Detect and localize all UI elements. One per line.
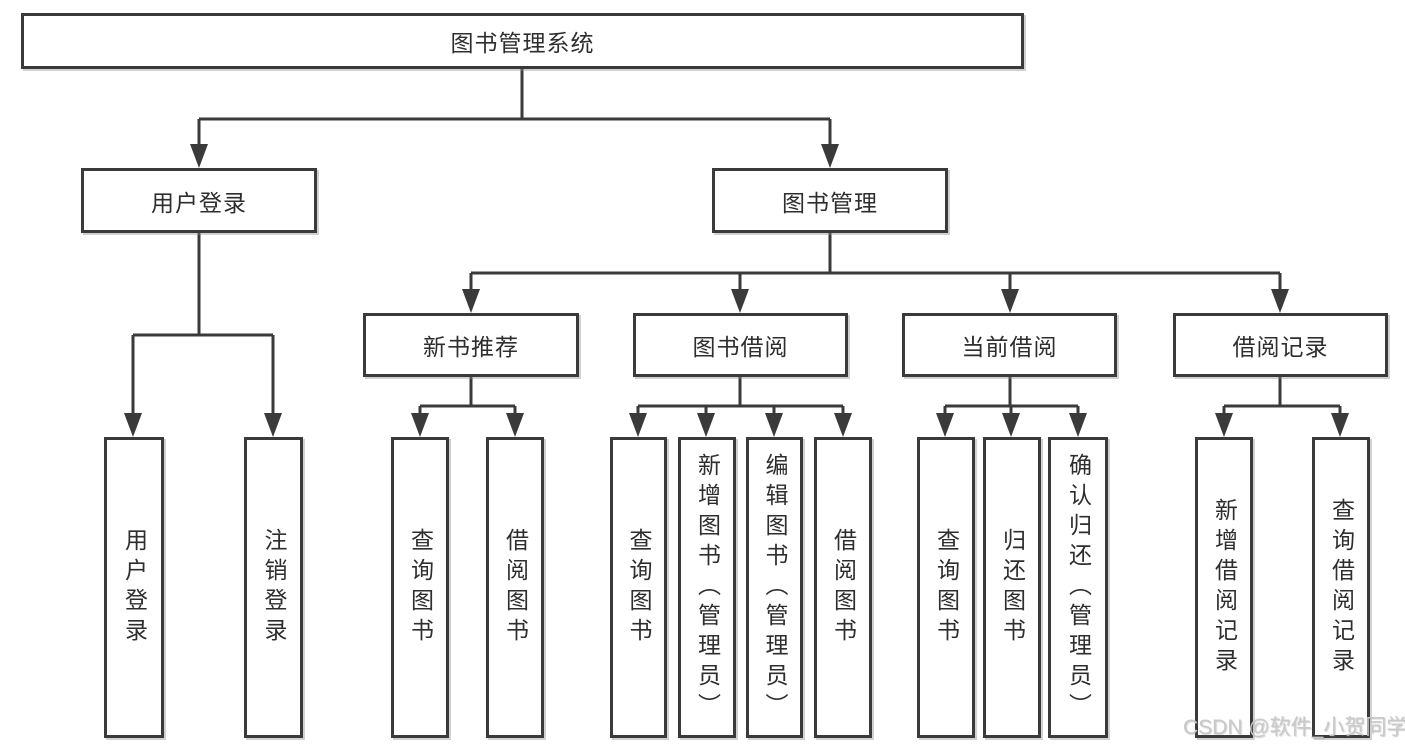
node-label: 借阅图书: [830, 527, 857, 648]
arrowhead: [765, 413, 783, 437]
tree-edges: [131, 68, 1342, 416]
node-label: 编辑图书（管理员）: [762, 452, 788, 723]
leaf-user-login: 用户登录: [104, 437, 164, 738]
leaf-current-query-books: 查询图书: [917, 437, 975, 738]
node-label: 查询借阅记录: [1328, 497, 1355, 678]
arrowhead: [1331, 413, 1349, 437]
arrowhead: [411, 413, 429, 437]
node-label: 注销登录: [261, 527, 287, 648]
node-root-system: 图书管理系统: [21, 13, 1024, 69]
arrowhead: [124, 413, 142, 437]
leaf-logout: 注销登录: [244, 437, 303, 738]
node-label: 新增借阅记录: [1211, 497, 1238, 678]
arrowhead: [936, 413, 954, 437]
node-label: 图书管理: [782, 189, 878, 216]
arrowhead: [1215, 413, 1233, 437]
node-label: 借阅记录: [1232, 334, 1329, 360]
node-borrow-record: 借阅记录: [1173, 313, 1388, 377]
leaf-borrow-query-books: 查询图书: [610, 437, 667, 738]
arrowhead: [506, 413, 524, 437]
leaf-record-add-borrow-record: 新增借阅记录: [1195, 437, 1253, 738]
node-label: 图书借阅: [692, 334, 789, 360]
node-label: 图书管理系统: [450, 30, 595, 56]
node-label: 借阅图书: [502, 527, 529, 648]
node-book-management: 图书管理: [712, 168, 948, 233]
arrowheads: [124, 144, 1349, 437]
leaf-current-confirm-return-admin: 确认归还（管理员）: [1048, 437, 1108, 738]
node-label: 查询图书: [933, 527, 960, 648]
leaf-newbook-query-books: 查询图书: [391, 437, 449, 738]
node-current-borrow: 当前借阅: [902, 313, 1117, 377]
leaf-record-query-borrow-record: 查询借阅记录: [1312, 437, 1370, 738]
node-label: 查询图书: [626, 527, 652, 648]
node-label: 确认归还（管理员）: [1065, 452, 1092, 723]
node-label: 新增图书（管理员）: [694, 452, 721, 723]
leaf-borrow-add-books-admin: 新增图书（管理员）: [678, 437, 736, 738]
arrowhead: [1271, 289, 1289, 313]
node-label: 查询图书: [407, 527, 434, 648]
node-label: 当前借阅: [961, 334, 1058, 360]
csdn-watermark: CSDN @软件_小贺同学: [1183, 716, 1405, 739]
node-label: 归还图书: [999, 527, 1026, 648]
leaf-newbook-borrow-books: 借阅图书: [486, 437, 544, 738]
node-user-login: 用户登录: [81, 168, 317, 233]
arrowhead: [697, 413, 715, 437]
arrowhead: [834, 413, 852, 437]
arrowhead: [264, 413, 282, 437]
leaf-borrow-edit-books-admin: 编辑图书（管理员）: [746, 437, 803, 738]
arrowhead: [629, 413, 647, 437]
leaf-current-return-books: 归还图书: [983, 437, 1041, 738]
arrowhead: [1069, 413, 1087, 437]
arrowhead: [1002, 413, 1020, 437]
node-book-borrow: 图书借阅: [633, 313, 848, 377]
leaf-borrow-borrow-books: 借阅图书: [814, 437, 872, 738]
node-label: 用户登录: [121, 527, 148, 648]
arrowhead: [731, 289, 749, 313]
node-label: 用户登录: [151, 189, 247, 216]
node-label: 新书推荐: [423, 334, 519, 360]
arrowhead: [190, 144, 208, 168]
arrowhead: [821, 144, 839, 168]
arrowhead: [1001, 289, 1019, 313]
arrowhead: [462, 289, 480, 313]
node-new-book-recommend: 新书推荐: [363, 313, 579, 377]
